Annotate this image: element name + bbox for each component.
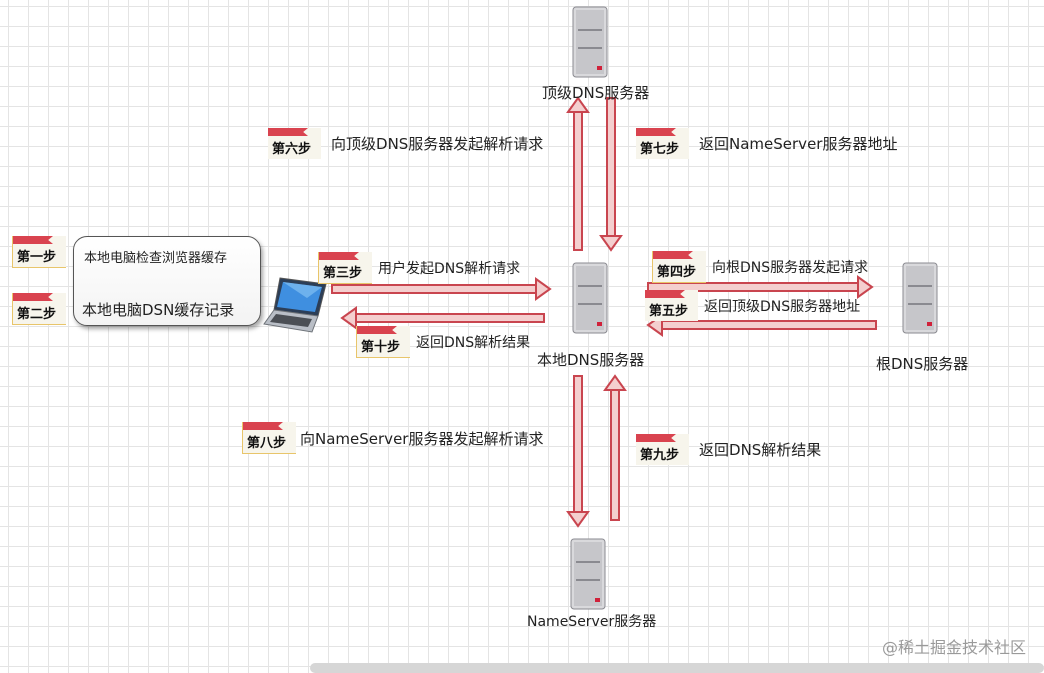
step-7: 第七步 返回NameServer服务器地址 [636,128,897,159]
arrow-step8 [566,375,590,528]
step-5-text: 返回顶级DNS服务器地址 [704,298,861,315]
step-9: 第九步 返回DNS解析结果 [636,434,821,465]
arrow-step4 [647,275,874,299]
step-9-tag: 第九步 [636,434,690,465]
local-cache-bubble: 本地电脑检查浏览器缓存 本地电脑DSN缓存记录 [73,236,261,326]
top-level-dns-server-icon [572,6,608,78]
step-6-tag: 第六步 [268,128,322,159]
step-10: 第十步 返回DNS解析结果 [356,326,530,358]
arrow-step3 [331,277,552,301]
horizontal-scrollbar[interactable] [310,663,1044,673]
top-level-dns-server-label: 顶级DNS服务器 [542,84,650,102]
step-1: 第一步 [12,236,67,268]
local-dns-server-label: 本地DNS服务器 [537,351,645,369]
nameserver-server-icon [570,538,606,610]
arrow-step9 [603,374,627,521]
step-4-text: 向根DNS服务器发起请求 [712,260,869,276]
step-10-tag: 第十步 [356,326,411,358]
step-4: 第四步 向根DNS服务器发起请求 [652,251,868,283]
nameserver-server-label: NameServer服务器 [527,614,657,630]
dsn-cache-text: 本地电脑DSN缓存记录 [82,301,235,319]
step-2: 第二步 [12,293,67,325]
step-8-text: 向NameServer服务器发起解析请求 [300,429,544,448]
step-4-tag: 第四步 [652,251,707,283]
local-dns-server-icon [572,262,608,334]
watermark-text: @稀土掘金技术社区 [881,638,1026,657]
step-3: 第三步 用户发起DNS解析请求 [318,252,520,284]
root-dns-server-label: 根DNS服务器 [876,355,969,373]
step-1-tag: 第一步 [12,236,67,268]
step-3-tag: 第三步 [318,252,373,284]
arrow-step10 [340,306,545,330]
step-8-tag: 第八步 [242,422,297,454]
root-dns-server-icon [902,262,938,334]
step-10-text: 返回DNS解析结果 [416,335,531,351]
step-6: 第六步 向顶级DNS服务器发起解析请求 [268,128,543,159]
step-7-tag: 第七步 [636,128,690,159]
step-7-text: 返回NameServer服务器地址 [699,135,898,153]
step-3-text: 用户发起DNS解析请求 [378,261,521,277]
step-5: 第五步 返回顶级DNS服务器地址 [645,290,860,321]
step-8: 第八步 向NameServer服务器发起解析请求 [242,422,543,454]
step-6-text: 向顶级DNS服务器发起解析请求 [331,135,544,153]
browser-cache-text: 本地电脑检查浏览器缓存 [84,251,228,266]
arrow-step7 [599,97,623,252]
step-2-tag: 第二步 [12,293,67,325]
laptop-icon [263,277,327,333]
step-9-text: 返回DNS解析结果 [699,441,822,459]
step-5-tag: 第五步 [645,290,699,321]
arrow-step6 [566,96,590,251]
